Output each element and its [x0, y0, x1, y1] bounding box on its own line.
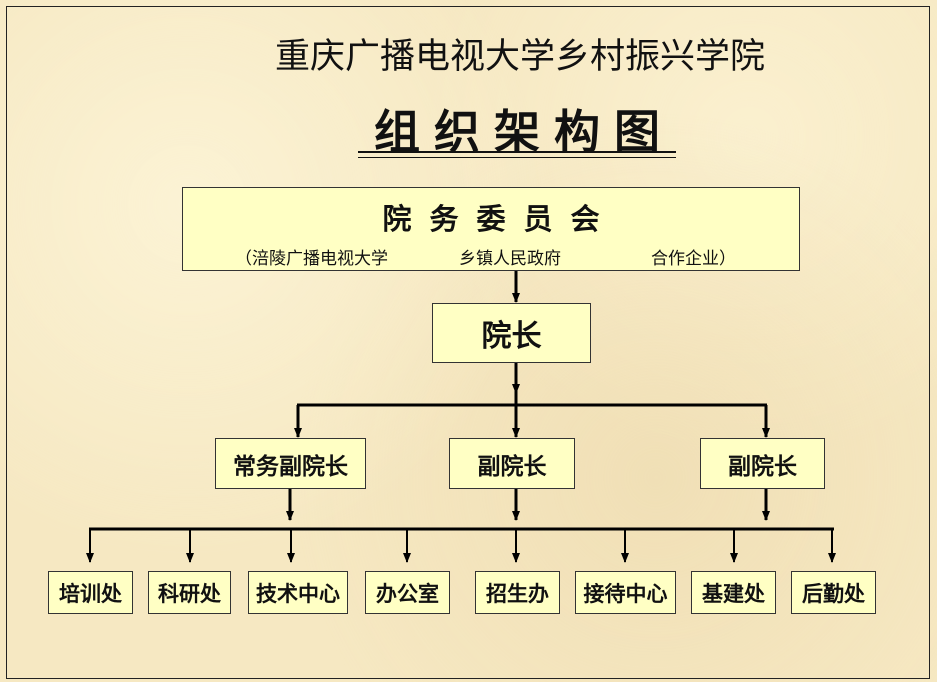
department-box: 培训处	[48, 571, 133, 614]
committee-title: 院务委员会	[382, 202, 618, 236]
title-underline-thin	[358, 157, 676, 158]
committee-member: 合作企业）	[651, 249, 736, 269]
department-box: 招生办	[475, 571, 560, 614]
vice-dean-box: 副院长	[449, 438, 575, 489]
chart-title: 组织架构图	[374, 105, 674, 159]
executive-vice-dean-box: 常务副院长	[215, 438, 366, 489]
department-box: 办公室	[365, 571, 450, 614]
committee-member: （涪陵广播电视大学	[235, 249, 388, 269]
vice-dean-box: 副院长	[700, 438, 825, 489]
title-underline	[358, 151, 676, 153]
committee-box: 院务委员会 （涪陵广播电视大学 乡镇人民政府 合作企业）	[182, 187, 800, 271]
department-box: 技术中心	[248, 571, 348, 614]
dean-box: 院长	[432, 303, 591, 363]
department-box: 接待中心	[575, 571, 676, 614]
department-box: 科研处	[148, 571, 231, 614]
department-box: 后勤处	[791, 571, 876, 614]
institution-title: 重庆广播电视大学乡村振兴学院	[274, 37, 765, 77]
department-box: 基建处	[691, 571, 776, 614]
committee-member: 乡镇人民政府	[459, 249, 561, 269]
slide-frame	[6, 6, 930, 679]
